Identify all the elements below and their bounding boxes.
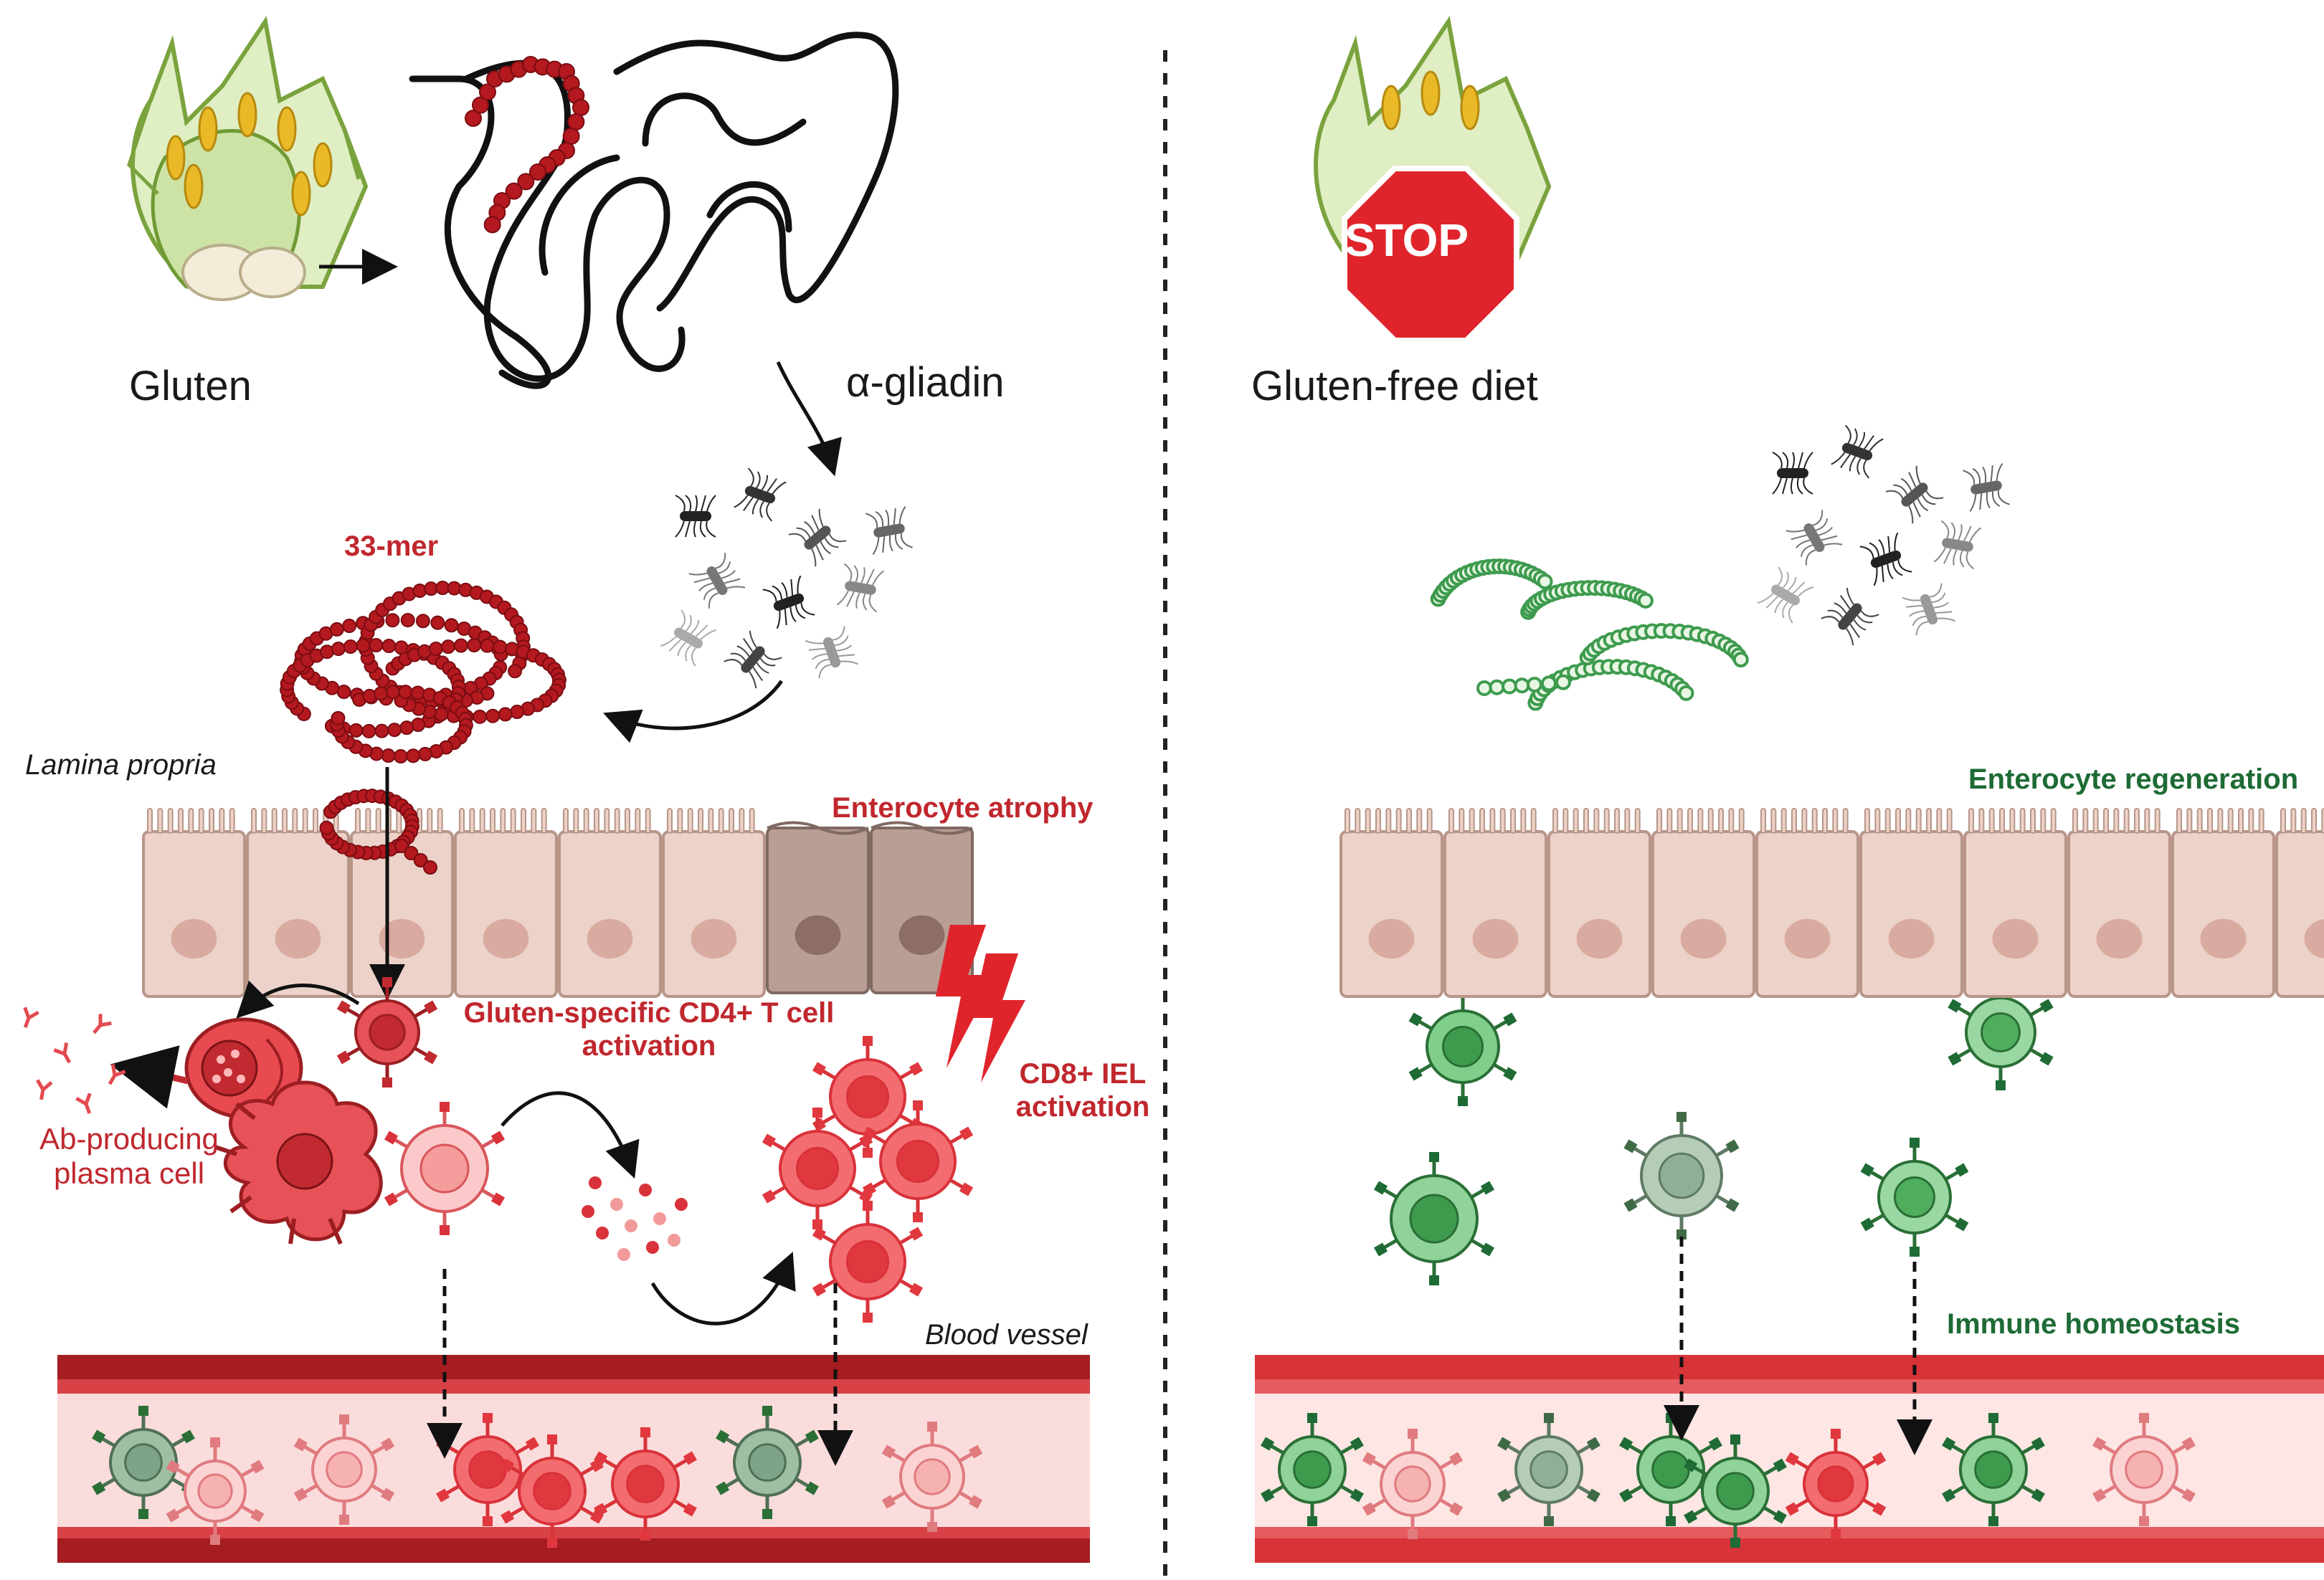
cd8-label-line1: CD8+ IEL	[1019, 1058, 1147, 1090]
cd4-activation-label: Gluten-specific CD4+ T cell activation	[445, 996, 853, 1062]
arrow-to-cytokines	[501, 1091, 640, 1179]
immune-homeostasis-label: Immune homeostasis	[1947, 1308, 2241, 1340]
cytokine-dots	[582, 1176, 688, 1261]
gut-microbiota-left	[660, 467, 913, 689]
epithelium-left	[142, 808, 974, 998]
33mer-label: 33-mer	[344, 530, 439, 562]
plasma-label-line2: plasma cell	[53, 1156, 205, 1190]
blood-vessel-label: Blood vessel	[925, 1319, 1088, 1351]
gliadin-label: α-gliadin	[846, 359, 1005, 406]
stop-sign-text: STOP	[1344, 214, 1469, 266]
epithelium-right	[1339, 808, 2324, 998]
cd4-label-line1: Gluten-specific CD4+ T cell	[463, 997, 835, 1029]
migration-arrows	[427, 1237, 1932, 1466]
arrow-gliadin-to-microbiota	[776, 361, 842, 477]
gliadin-epitope-beads	[465, 56, 589, 234]
plasma-cell-label: Ab-producing plasma cell	[36, 1122, 222, 1191]
plasma-label-line1: Ab-producing	[39, 1122, 219, 1156]
gluten-label: Gluten	[129, 363, 252, 409]
enterocyte-regeneration-label: Enterocyte regeneration	[1968, 763, 2299, 795]
dendritic-cell-icon	[214, 1080, 383, 1245]
arrow-tcell-to-plasma	[236, 980, 360, 1019]
wheat-grain-stop-icon	[1314, 16, 1552, 343]
cd4-label-line2: activation	[582, 1030, 716, 1062]
wheat-grain-icon	[127, 16, 369, 301]
cd8-activation-label: CD8+ IEL activation	[1000, 1057, 1165, 1123]
lamina-propria-label: Lamina propria	[25, 749, 217, 781]
stop-sign-icon	[1342, 166, 1519, 343]
blood-vessel-left	[57, 1355, 1090, 1563]
arrow-microbiota-to-33mer	[603, 680, 784, 743]
gut-microbiota-right	[1757, 424, 2010, 646]
immune-cells	[336, 974, 2054, 1323]
arrow-plasma-to-antibodies	[110, 1045, 189, 1109]
circulating-cells	[92, 1406, 2196, 1548]
cd8-label-line2: activation	[1015, 1091, 1150, 1123]
antibody-icons	[23, 1006, 126, 1115]
enterocyte-atrophy-label: Enterocyte atrophy	[832, 792, 1094, 824]
green-peptide-chains	[1430, 558, 1749, 711]
33mer-crossing-epithelium	[319, 789, 437, 875]
gluten-free-diet-label: Gluten-free diet	[1251, 363, 1538, 409]
33mer-peptide-chain	[280, 581, 566, 763]
plasma-cell-icon	[184, 1017, 303, 1119]
lightning-icon	[936, 925, 1025, 1082]
arrow-cytokines-to-cd8	[650, 1252, 796, 1326]
